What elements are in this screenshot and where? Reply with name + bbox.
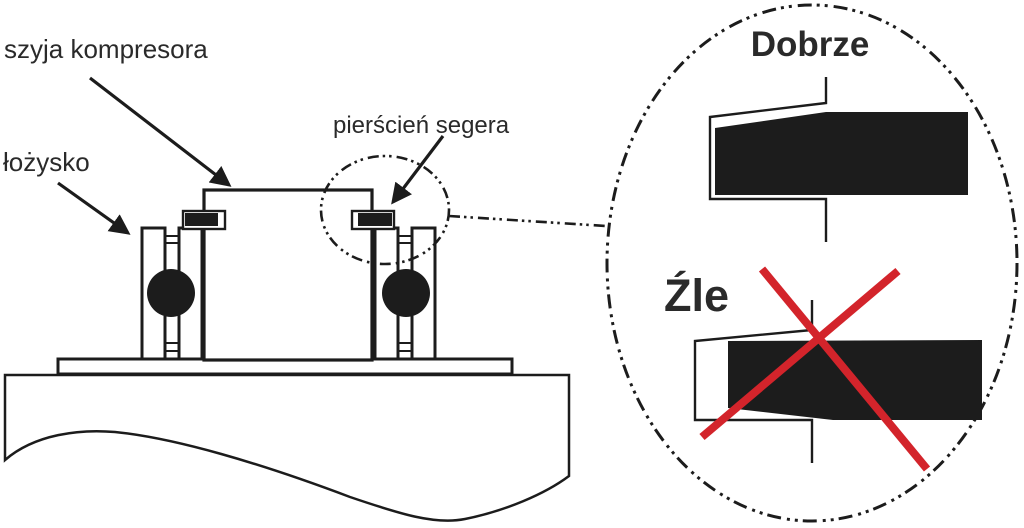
compressor-neck-arrow xyxy=(89,76,232,187)
detail-connector-line xyxy=(448,214,607,228)
good-example: Dobrze xyxy=(708,25,968,242)
detail-view: Dobrze Źle xyxy=(605,3,1019,523)
bearing-arrow xyxy=(57,181,131,235)
bearing-right-ball xyxy=(382,269,430,317)
bearing-label: łożysko xyxy=(3,147,90,177)
bad-cross-stroke-2 xyxy=(699,267,901,441)
seger-ring-right xyxy=(350,209,396,231)
bearing-right xyxy=(373,226,437,361)
machine-body xyxy=(3,373,571,522)
bad-label: Źle xyxy=(664,270,729,321)
seger-ring-right-fill xyxy=(358,213,392,226)
compressor-neck-label: szyja kompresora xyxy=(4,34,208,64)
seger-ring-left xyxy=(181,209,227,231)
good-groove-contour xyxy=(708,77,828,242)
compressor-neck-body xyxy=(202,188,374,362)
good-label: Dobrze xyxy=(751,25,870,64)
bearing-left-ball xyxy=(147,269,195,317)
good-seger-ring xyxy=(715,112,968,195)
bearing-left xyxy=(140,226,204,361)
main-drawing: szyja kompresora łożysko pierścień seger… xyxy=(3,34,607,522)
detail-view-ellipse xyxy=(605,3,1019,523)
bad-example: Źle xyxy=(664,266,982,472)
bad-cross-stroke-1 xyxy=(758,266,931,472)
seger-ring-label: pierścień segera xyxy=(333,112,510,139)
seger-ring-left-fill xyxy=(185,213,218,226)
seger-ring-arrow xyxy=(391,135,445,205)
detail-indicator-circle xyxy=(319,154,451,266)
